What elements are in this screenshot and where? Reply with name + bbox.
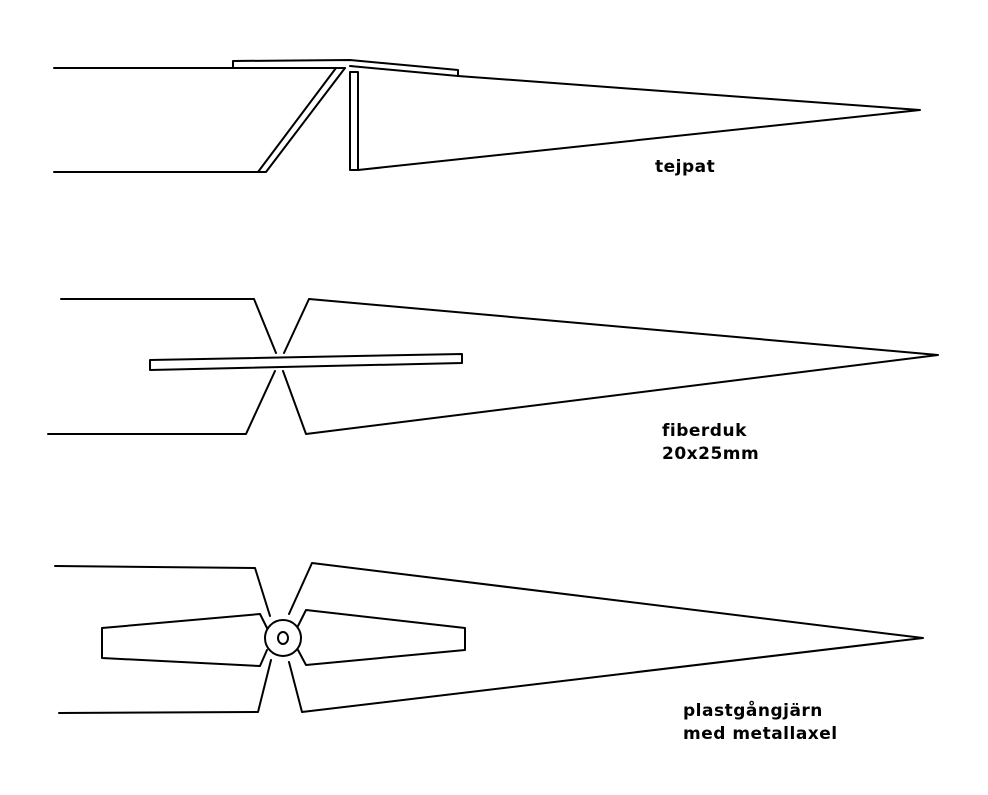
taped-hinge-drawing <box>53 59 921 173</box>
label-fiber-cloth: fiberduk 20x25mm <box>662 420 759 466</box>
taped-right-wedge <box>349 65 921 171</box>
fiber-hinge-drawing <box>47 298 939 435</box>
plastic-hinge-drawing <box>54 562 924 714</box>
hinge-leaf-right <box>297 609 466 666</box>
plastic-right-wedge <box>288 562 924 713</box>
label-hinge-line2: med metallaxel <box>683 724 838 744</box>
fiber-cloth-strip <box>149 353 463 371</box>
hinge-knuckle <box>264 619 302 657</box>
label-fiber-line2: 20x25mm <box>662 444 760 464</box>
label-fiber-line1: fiberduk <box>662 421 747 441</box>
fiber-left-part <box>47 298 277 435</box>
tape-strip <box>232 59 459 77</box>
taped-right-edge <box>349 71 359 171</box>
taped-left-bevel <box>257 67 346 173</box>
label-plastic-hinge: plastgångjärn med metallaxel <box>683 700 838 746</box>
label-taped: tejpat <box>655 157 716 177</box>
fiber-right-wedge <box>282 298 939 435</box>
plastic-left-part <box>54 565 272 714</box>
hinge-leaf-left <box>101 613 268 667</box>
metal-axle <box>277 631 289 645</box>
label-hinge-line1: plastgångjärn <box>683 701 823 721</box>
